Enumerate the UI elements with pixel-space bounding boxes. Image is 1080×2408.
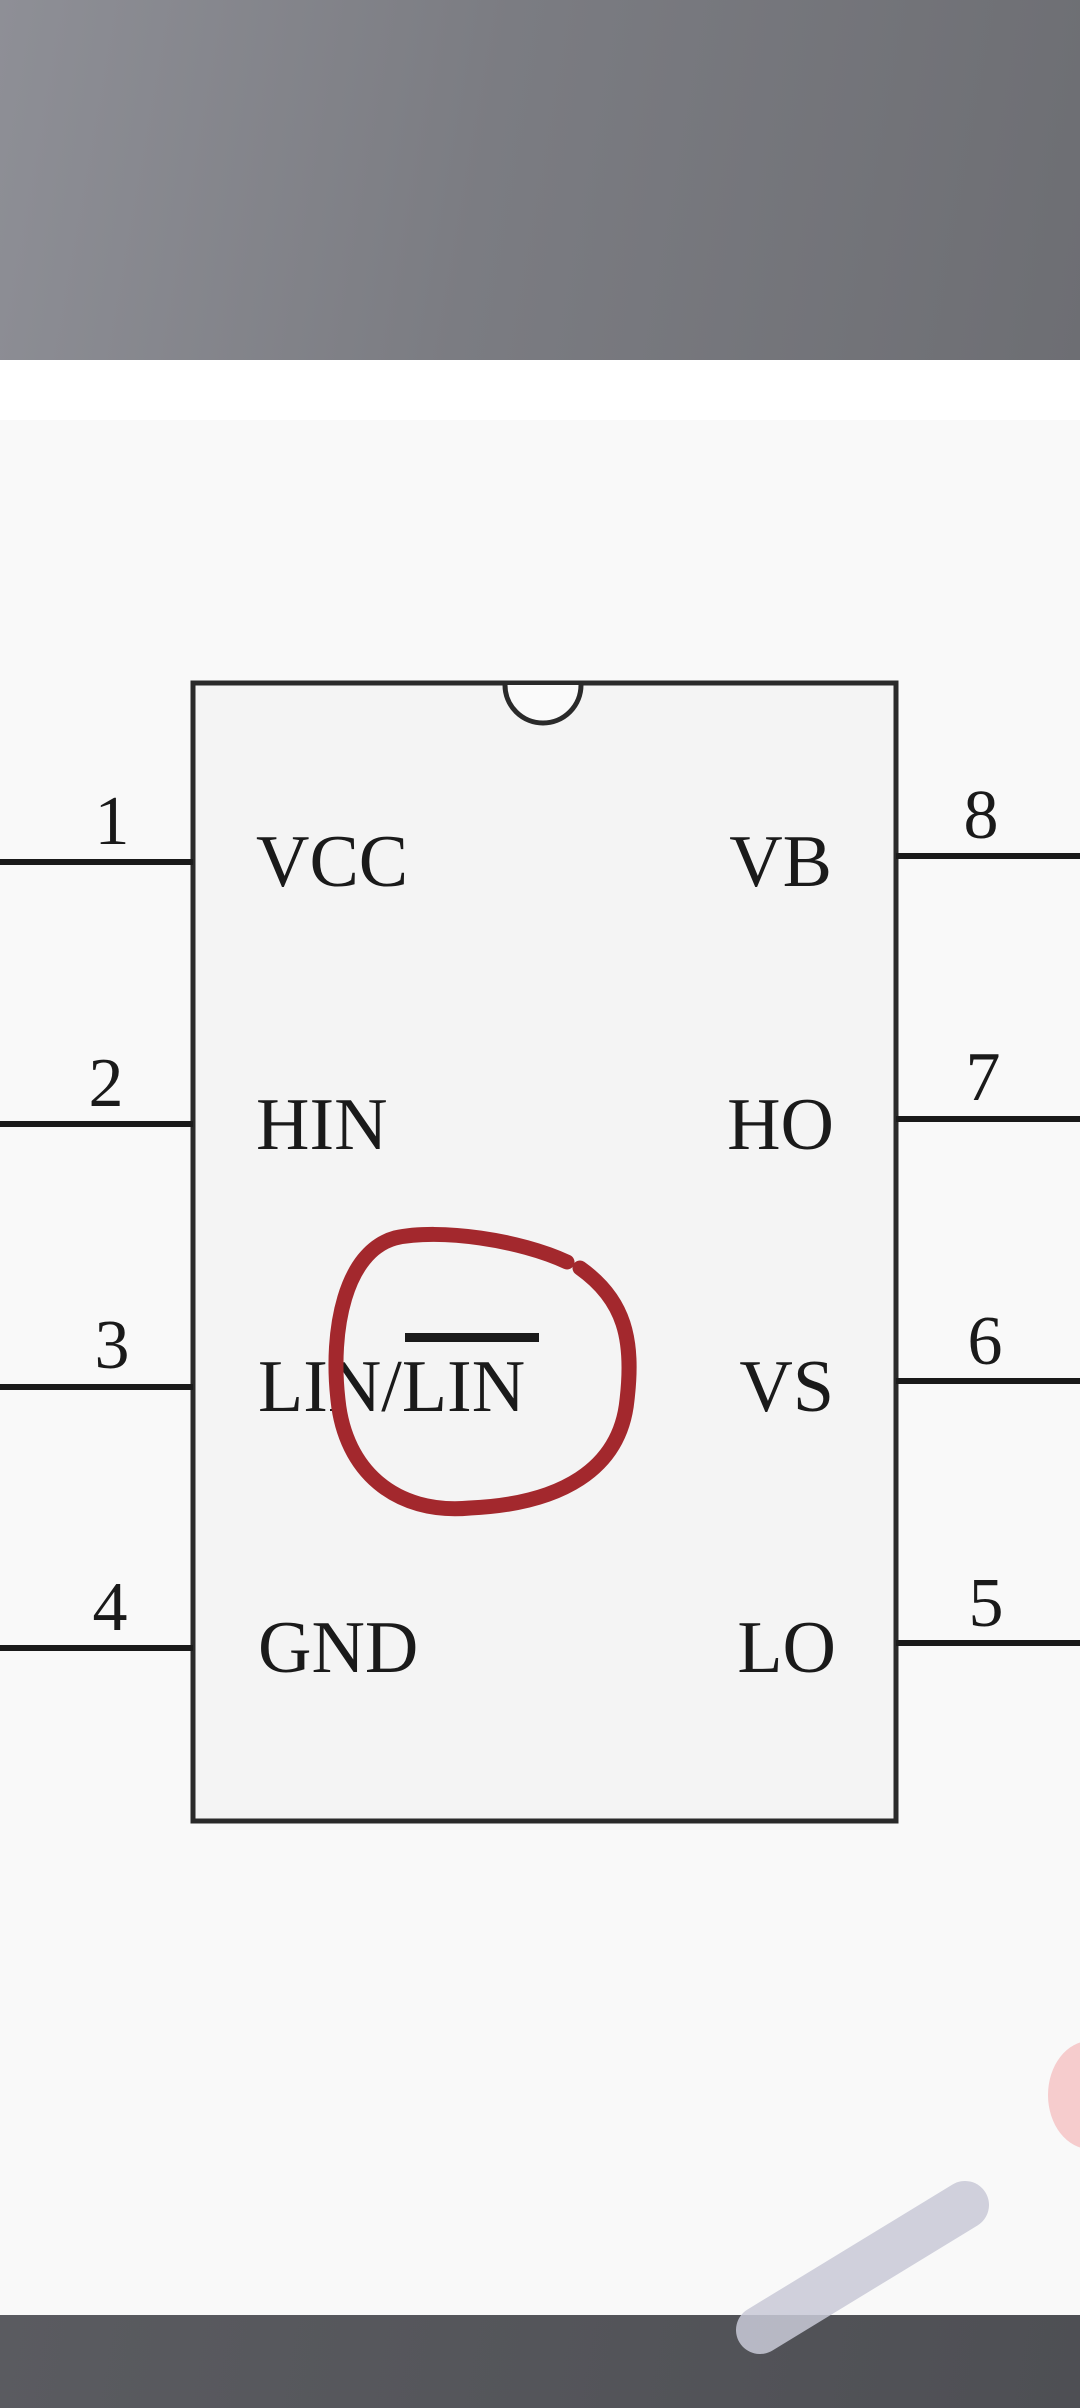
pin-label-hin: HIN <box>256 1084 388 1166</box>
pin-number-1: 1 <box>95 783 130 860</box>
pin-number-6: 6 <box>968 1303 1003 1380</box>
lin-overbar <box>405 1333 539 1342</box>
decorative-blur-stroke <box>736 2181 989 2354</box>
top-gray-band <box>0 0 1080 360</box>
bottom-gray-band <box>0 2315 1080 2408</box>
pin-number-8: 8 <box>964 777 999 854</box>
decorative-blur-blob <box>1048 2042 1080 2148</box>
pin-number-5: 5 <box>969 1565 1004 1642</box>
pin-number-7: 7 <box>966 1039 1001 1116</box>
pin-label-ho: HO <box>727 1084 834 1166</box>
pin-number-2: 2 <box>89 1045 124 1122</box>
pin-number-3: 3 <box>95 1307 130 1384</box>
white-strip <box>0 360 1080 420</box>
pin-label-lin: LIN/LIN <box>258 1346 525 1428</box>
pin-label-lo: LO <box>737 1607 836 1689</box>
chip-notch <box>502 684 584 726</box>
pin-label-vb: VB <box>729 821 832 903</box>
hand-drawn-circle-annotation <box>328 1226 637 1517</box>
pin-label-vs: VS <box>739 1346 834 1428</box>
pin-label-vcc: VCC <box>256 821 408 903</box>
pin-number-4: 4 <box>93 1569 128 1646</box>
pin-label-gnd: GND <box>258 1607 418 1689</box>
